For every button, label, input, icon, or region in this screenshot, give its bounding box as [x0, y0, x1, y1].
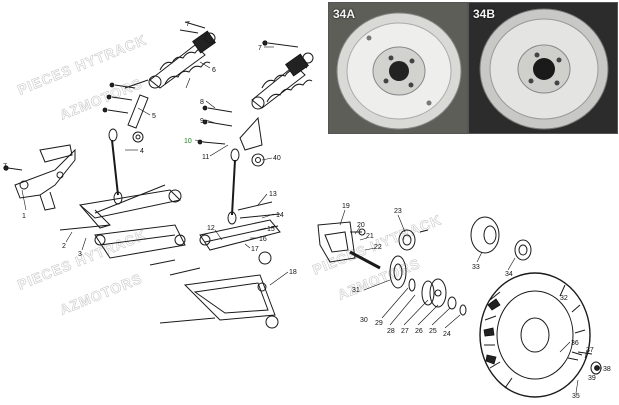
callout-18: 18: [289, 269, 297, 276]
part-shock-2: [251, 40, 314, 110]
callout-34: 34: [505, 271, 513, 278]
callout-36: 36: [571, 340, 579, 347]
callout-31: 31: [352, 287, 360, 294]
leader-lines: [21, 46, 602, 394]
callout-11: 11: [202, 154, 209, 161]
callout-38: 38: [603, 366, 611, 373]
callout-4: 4: [140, 148, 144, 155]
callout-23: 23: [394, 208, 402, 215]
part-upper-a-arm: [59, 184, 182, 231]
callout-7-top: 7: [186, 21, 190, 28]
callout-30: 30: [360, 317, 368, 324]
callout-24: 24: [443, 331, 451, 338]
part-hub-lower: [408, 278, 467, 316]
callout-3: 3: [78, 251, 82, 258]
part-upper-arm-right: [169, 201, 281, 276]
callout-16: 16: [259, 236, 267, 243]
part-bracket: [3, 144, 76, 211]
callout-20: 20: [357, 222, 365, 229]
part-lower-arm-right: [159, 274, 279, 329]
callout-9: 9: [200, 118, 204, 125]
callout-27: 27: [401, 328, 409, 335]
callout-17: 17: [251, 246, 259, 253]
part-plate-middle: [197, 105, 265, 167]
watermark-text-4: AZMOTORS: [57, 270, 144, 318]
callout-19: 19: [342, 203, 350, 210]
callout-39: 39: [588, 375, 596, 382]
callout-5: 5: [152, 113, 156, 120]
callout-40: 40: [273, 155, 281, 162]
callout-8: 8: [200, 99, 204, 106]
part-brake-disc: [389, 255, 407, 289]
callout-2: 2: [62, 243, 66, 250]
callout-32: 32: [560, 295, 568, 302]
callout-7-left: 7: [3, 163, 7, 170]
callout-21: 21: [366, 233, 374, 240]
rim-34a-icon: [329, 3, 467, 133]
callout-25: 25: [429, 328, 437, 335]
callout-7: 7: [258, 45, 262, 52]
callout-6: 6: [212, 67, 216, 74]
callout-labels: 1 2 3 4 5 6 7 8 9 10 11 12 13 14 15 16 1…: [3, 21, 611, 400]
part-hub-top: [398, 216, 532, 261]
rim-34b-icon: [469, 3, 617, 133]
callout-12: 12: [207, 225, 215, 232]
part-wheel: [479, 272, 602, 398]
photo-label-34a: 34A: [333, 7, 356, 21]
callout-37: 37: [586, 347, 594, 354]
callout-28: 28: [387, 328, 395, 335]
callout-14: 14: [276, 212, 284, 219]
callout-26: 26: [415, 328, 423, 335]
photo-label-34b: 34B: [473, 7, 496, 21]
callout-1: 1: [22, 213, 26, 220]
callout-33: 33: [472, 264, 480, 271]
photo-rim-34b: 34B: [468, 2, 618, 134]
callout-22: 22: [374, 244, 382, 251]
callout-15: 15: [267, 226, 275, 233]
callout-13: 13: [269, 191, 277, 198]
part-tie-rod-left: [108, 128, 144, 205]
part-lower-a-arm: [94, 224, 186, 266]
part-spindle: [317, 221, 381, 270]
callout-10: 10: [184, 138, 192, 145]
part-tie-rod-right: [227, 148, 240, 225]
part-bolts-left: [102, 82, 149, 129]
callout-29: 29: [375, 320, 383, 327]
callout-35: 35: [572, 393, 580, 400]
photo-rim-34a: 34A: [328, 2, 468, 134]
